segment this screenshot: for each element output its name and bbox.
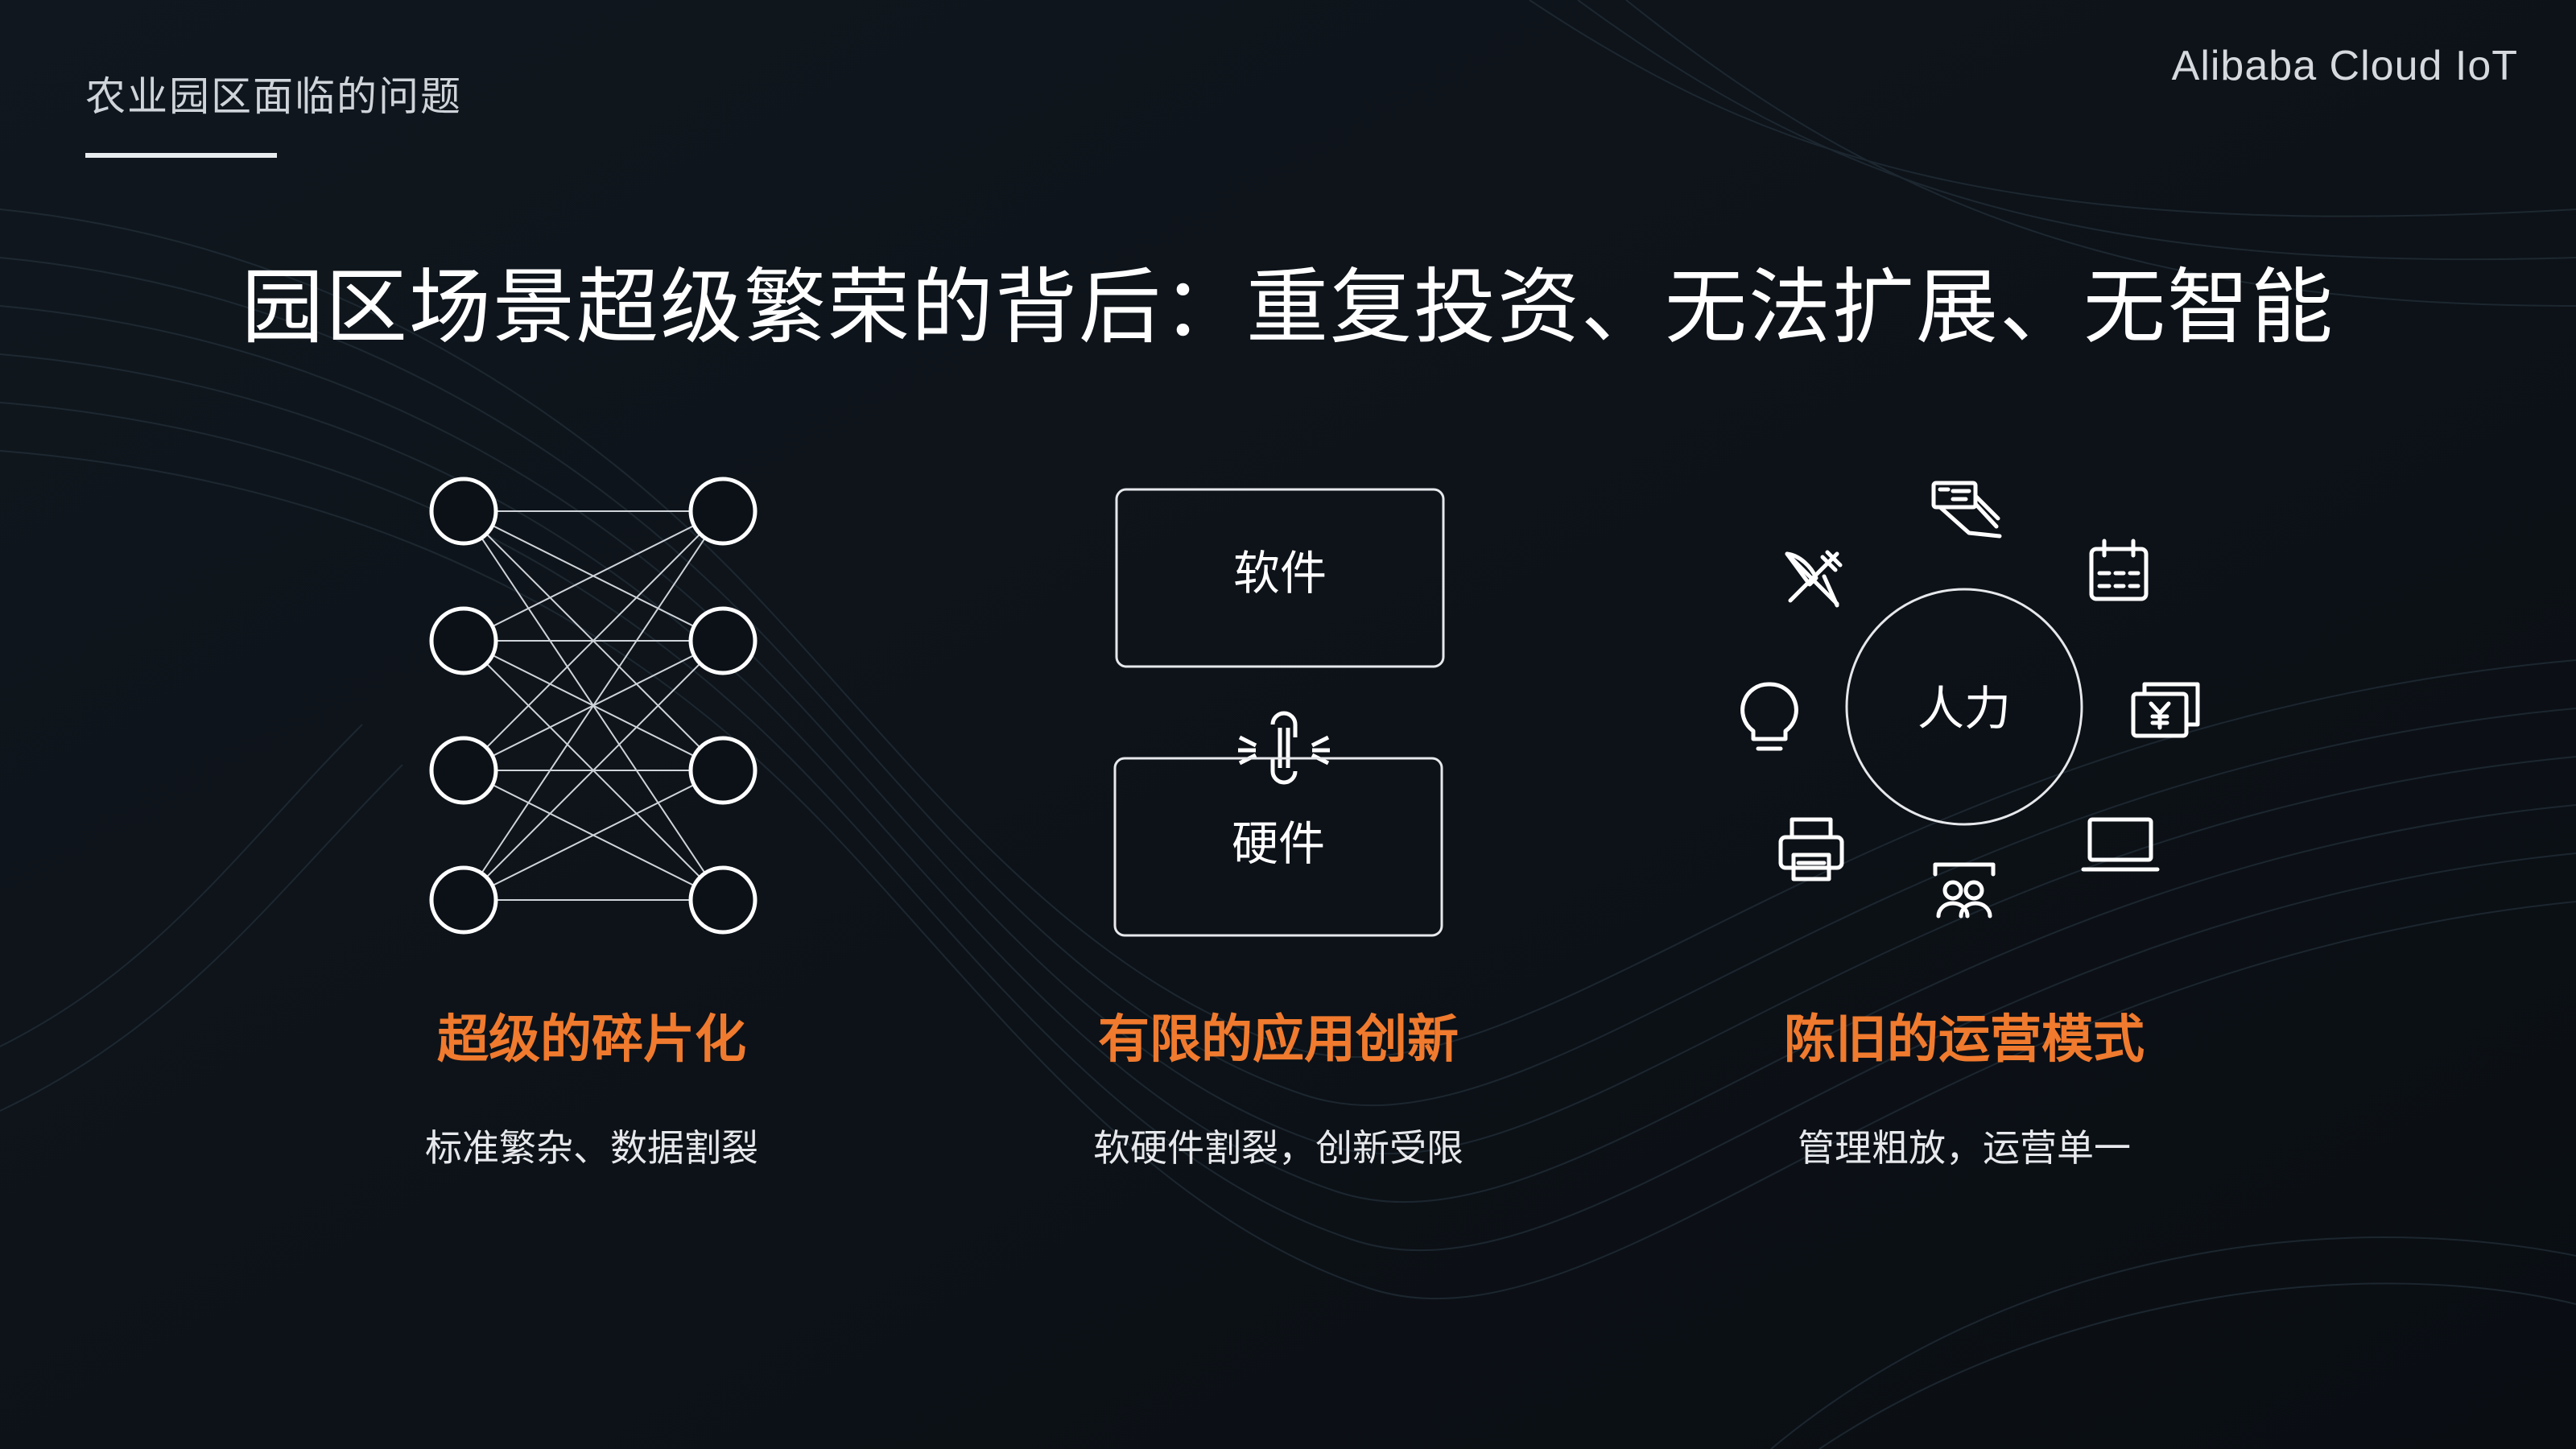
column-title: 陈旧的运营模式 xyxy=(1784,1010,2145,1070)
network-edge xyxy=(463,510,724,642)
network-node xyxy=(688,736,758,805)
network-node xyxy=(688,606,758,675)
software-label: 软件 xyxy=(1233,546,1327,601)
network-node xyxy=(688,865,758,935)
hardware-label: 硬件 xyxy=(1232,816,1325,871)
printer-icon xyxy=(1778,817,1844,881)
network-node xyxy=(429,736,498,805)
column-innovation: 软件 硬件 有限的应用创新 软硬件割裂，创新受限 xyxy=(956,451,1600,1170)
dining-icon xyxy=(1785,550,1843,608)
calendar-icon xyxy=(2089,539,2149,601)
network-graphic xyxy=(429,477,758,935)
network-node xyxy=(688,477,758,546)
column-subtitle: 软硬件割裂，创新受限 xyxy=(1093,1126,1463,1170)
section-title-underline xyxy=(85,153,277,158)
hardware-box xyxy=(1113,757,1443,937)
network-node xyxy=(429,606,498,675)
network-edge xyxy=(463,640,724,901)
lightbulb-icon xyxy=(1740,682,1798,751)
column-operations: 人力 xyxy=(1642,451,2286,1170)
meeting-icon xyxy=(1933,862,1996,919)
column-subtitle: 管理粗放，运营单一 xyxy=(1798,1126,2131,1170)
column-title: 有限的应用创新 xyxy=(1098,1010,1459,1070)
broken-link-icon xyxy=(1238,711,1330,785)
laptop-icon xyxy=(2081,817,2160,872)
headline: 园区场景超级繁荣的背后：重复投资、无法扩展、无智能 xyxy=(242,260,2334,356)
column-title: 超级的碎片化 xyxy=(437,1010,746,1070)
operations-hub-graphic: 人力 xyxy=(1740,481,2200,919)
software-box xyxy=(1115,488,1445,668)
software-hardware-graphic: 软件 硬件 xyxy=(1113,488,1445,937)
network-edge xyxy=(463,510,724,901)
column-fragmentation: 超级的碎片化 标准繁杂、数据割裂 xyxy=(270,451,914,1170)
payment-icon xyxy=(2131,682,2200,738)
network-edge xyxy=(463,770,724,901)
id-cards-icon xyxy=(1931,481,2002,539)
section-title: 农业园区面临的问题 xyxy=(85,73,462,120)
column-subtitle: 标准繁杂、数据割裂 xyxy=(425,1126,758,1170)
hub-label: 人力 xyxy=(1918,681,2011,736)
network-edge xyxy=(463,510,724,771)
network-node xyxy=(429,865,498,935)
brand-label: Alibaba Cloud IoT xyxy=(2171,43,2518,89)
network-node xyxy=(429,477,498,546)
hub-circle xyxy=(1845,588,2083,826)
